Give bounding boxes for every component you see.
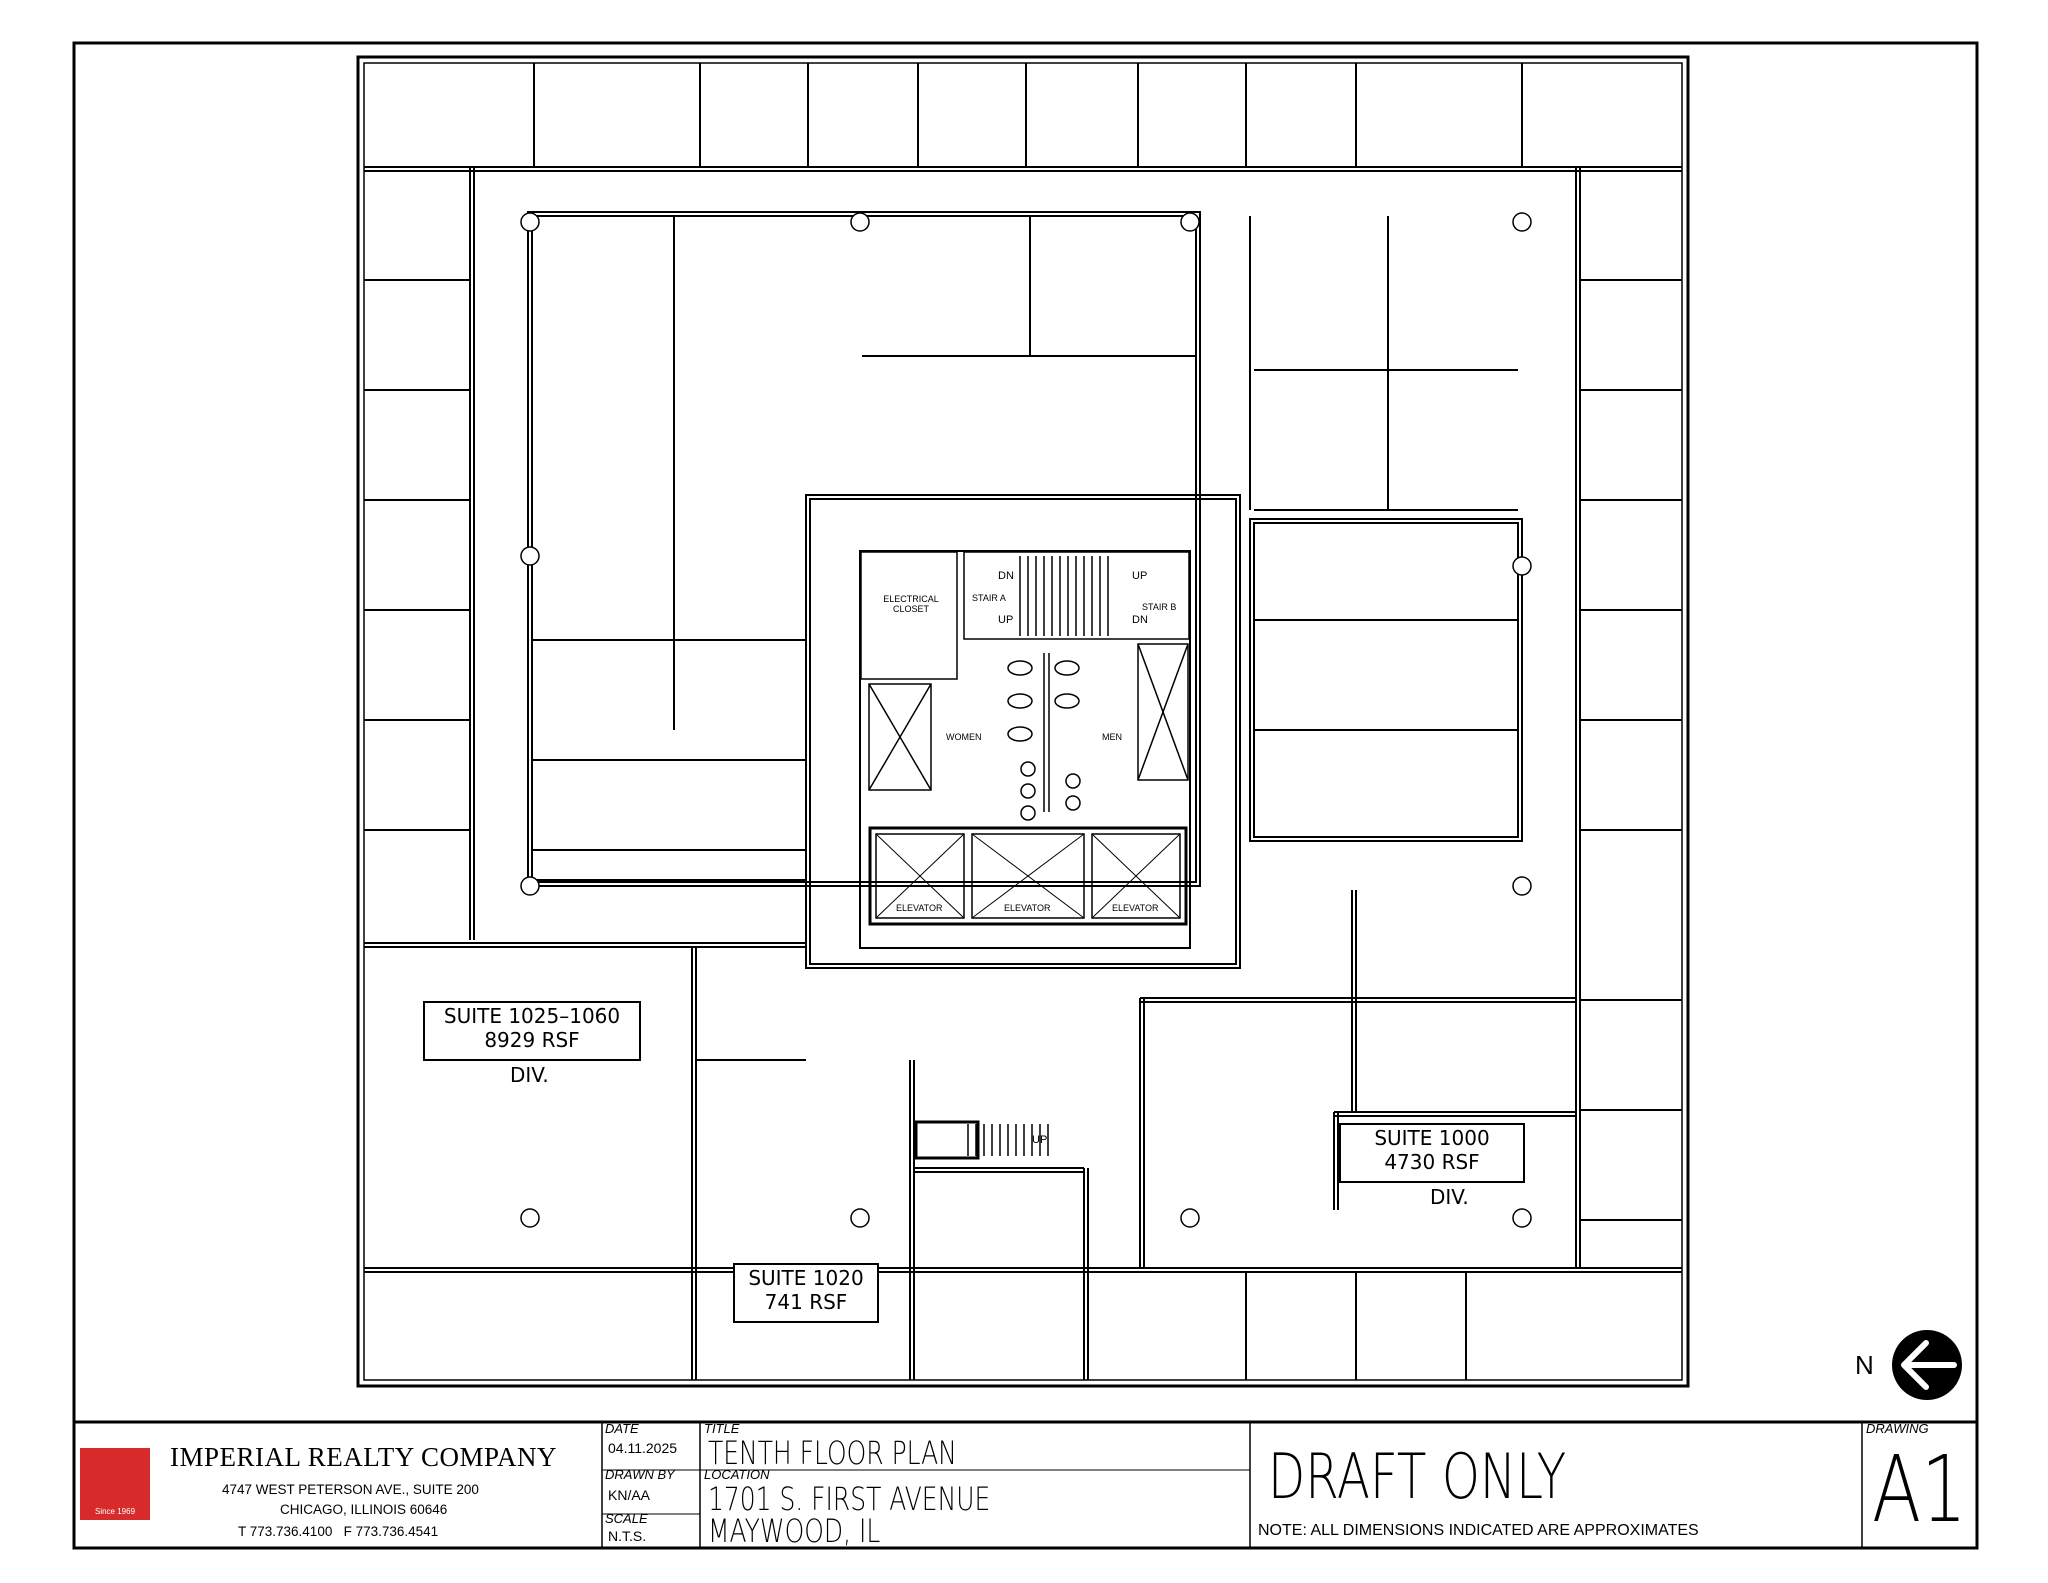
draft-stamp: DRAFT ONLY	[1268, 1440, 1567, 1513]
date-value: 04.11.2025	[608, 1440, 678, 1456]
stair-b-dn: DN	[1132, 614, 1148, 626]
dimension-note: NOTE: ALL DIMENSIONS INDICATED ARE APPRO…	[1258, 1522, 1699, 1539]
column-marker	[520, 212, 540, 232]
suite-1025-rsf: 8929 RSF	[484, 1028, 580, 1052]
stair-a-dn: DN	[998, 570, 1014, 582]
elevator-3-label: ELEVATOR	[1112, 903, 1159, 913]
suite-1000-rsf: 4730 RSF	[1384, 1150, 1480, 1174]
lower-stair-up: UP	[1032, 1134, 1048, 1146]
company-name: IMPERIAL REALTY COMPANY	[170, 1442, 558, 1472]
column-marker	[1180, 1208, 1200, 1228]
company-city: CHICAGO, ILLINOIS 60646	[280, 1502, 448, 1517]
suite-1000-note: DIV.	[1430, 1185, 1469, 1209]
women-label: WOMEN	[946, 732, 982, 742]
location-line2: MAYWOOD, IL	[708, 1512, 881, 1550]
column-marker	[1512, 876, 1532, 896]
drawn-by-value: KN/AA	[608, 1487, 651, 1503]
title-block	[74, 1420, 1977, 1548]
suite-1025-label: SUITE 1025–1060 8929 RSF	[434, 1004, 630, 1052]
elevator-1-label: ELEVATOR	[896, 903, 943, 913]
column-marker	[1512, 556, 1532, 576]
stair-a-label: STAIR A	[972, 593, 1006, 603]
column-markers	[520, 212, 1532, 1228]
suite-1025-note: DIV.	[510, 1063, 549, 1087]
drawing-label: DRAWING	[1866, 1421, 1929, 1436]
suite-label-boxes	[423, 1001, 1525, 1323]
column-marker	[520, 1208, 540, 1228]
north-label: N	[1855, 1350, 1874, 1380]
column-marker	[520, 546, 540, 566]
column-marker	[1512, 212, 1532, 232]
column-marker	[520, 876, 540, 896]
suite-1020-label: SUITE 1020 741 RSF	[738, 1266, 874, 1314]
location-label: LOCATION	[704, 1467, 770, 1482]
suite-1000-label: SUITE 1000 4730 RSF	[1344, 1126, 1520, 1174]
column-marker	[1512, 1208, 1532, 1228]
perimeter-offices	[364, 166, 1682, 1273]
inner-core-walls	[527, 211, 1523, 969]
company-address: 4747 WEST PETERSON AVE., SUITE 200	[222, 1482, 479, 1497]
stair-a-up: UP	[998, 614, 1014, 626]
lower-offices	[364, 890, 1576, 1380]
north-arrow-icon	[1892, 1330, 1962, 1400]
company-phones: T 773.736.4100 F 773.736.4541	[238, 1524, 439, 1539]
scale-value: N.T.S.	[608, 1528, 647, 1544]
sheet-border	[72, 41, 1979, 1550]
title-label: TITLE	[704, 1421, 740, 1436]
electrical-closet-label: ELECTRICAL CLOSET	[876, 594, 946, 614]
column-marker	[1180, 212, 1200, 232]
suite-1025-name: SUITE 1025–1060	[443, 1004, 621, 1028]
elevators	[868, 826, 1188, 926]
logo-text: Since 1969	[94, 1507, 136, 1516]
drawn-by-label: DRAWN BY	[605, 1467, 675, 1482]
elevator-2-label: ELEVATOR	[1004, 903, 1051, 913]
men-label: MEN	[1102, 732, 1122, 742]
stair-b-up: UP	[1132, 570, 1148, 582]
drawing-number: A1	[1872, 1436, 1967, 1543]
exterior-walls	[356, 55, 1690, 1388]
drawing-title: TENTH FLOOR PLAN	[708, 1434, 957, 1472]
location-line1: 1701 S. FIRST AVENUE	[708, 1480, 991, 1518]
stair-b-label: STAIR B	[1142, 602, 1177, 612]
stair-core	[860, 551, 1190, 1156]
office-partitions	[364, 63, 1682, 1380]
suite-1020-name: SUITE 1020	[748, 1266, 864, 1290]
electrical-label-line2: CLOSET	[892, 604, 929, 614]
company-logo: Since 1969	[80, 1448, 150, 1520]
restroom-fixtures	[1007, 653, 1081, 821]
suite-1020-rsf: 741 RSF	[764, 1290, 848, 1314]
column-marker	[850, 212, 870, 232]
column-marker	[850, 1208, 870, 1228]
electrical-label-line1: ELECTRICAL	[883, 594, 939, 604]
scale-label: SCALE	[605, 1511, 648, 1526]
date-label: DATE	[605, 1421, 639, 1436]
suite-1000-name: SUITE 1000	[1374, 1126, 1490, 1150]
